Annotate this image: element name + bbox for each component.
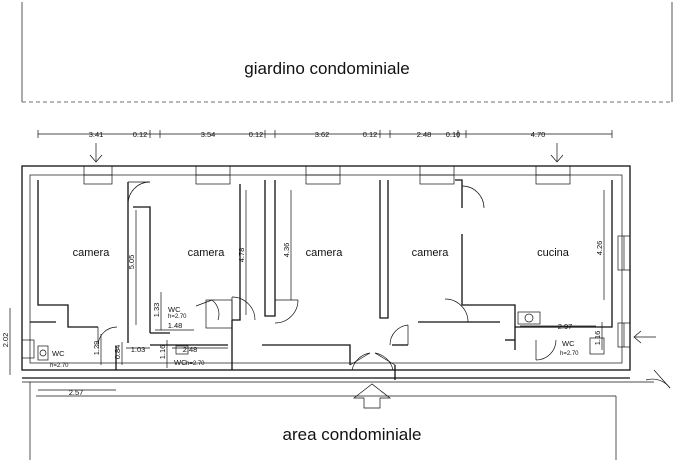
dim-116: 1.16 bbox=[158, 345, 167, 360]
horizontal-dim-lines bbox=[38, 325, 596, 391]
dim-478: 4.78 bbox=[237, 248, 246, 263]
arrow-down-icon bbox=[89, 143, 103, 163]
arrow-left-icon bbox=[633, 330, 656, 344]
dim-436: 4.36 bbox=[282, 243, 291, 258]
dim-202: 2.02 bbox=[1, 333, 10, 348]
dim-505: 5.05 bbox=[127, 255, 136, 270]
dim-426: 4.26 bbox=[595, 241, 604, 256]
dim-top-354: 3.54 bbox=[201, 130, 216, 139]
dim-116b: 1.16 bbox=[593, 331, 602, 346]
fixtures bbox=[37, 299, 605, 361]
windows-right bbox=[617, 235, 631, 348]
dim-129: 1.29 bbox=[92, 341, 101, 356]
dim-top-470: 4.70 bbox=[531, 130, 546, 139]
dim-top-012c: 0.12 bbox=[363, 130, 378, 139]
wc-bottom-label: WC bbox=[174, 358, 187, 367]
room-camera-3: camera bbox=[306, 247, 344, 259]
garden-label: giardino condominiale bbox=[244, 59, 409, 78]
dim-top-341: 3.41 bbox=[89, 130, 104, 139]
dim-248: 2.48 bbox=[183, 345, 198, 354]
garden-boundary bbox=[21, 2, 673, 103]
vertical-dim-lines bbox=[9, 190, 605, 375]
wc-right-height: h=2.70 bbox=[560, 351, 579, 357]
dim-top-012a: 0.12 bbox=[133, 130, 148, 139]
dim-103: 1.03 bbox=[131, 345, 146, 354]
dim-top-248: 2.48 bbox=[417, 130, 432, 139]
room-cucina: cucina bbox=[537, 247, 570, 259]
dim-top-010: 0.10 bbox=[446, 130, 461, 139]
room-camera-2: camera bbox=[188, 247, 226, 259]
area-boundary bbox=[29, 382, 617, 460]
interior-walls bbox=[30, 179, 613, 380]
windows-top bbox=[83, 165, 571, 185]
wc-center-height: h=2.70 bbox=[168, 314, 187, 320]
wc-left-label: WC bbox=[52, 349, 65, 358]
dim-top-012b: 0.12 bbox=[249, 130, 264, 139]
dim-257: 2.57 bbox=[69, 388, 84, 397]
room-camera-4: camera bbox=[412, 247, 450, 259]
dim-top-362: 3.62 bbox=[315, 130, 330, 139]
wc-left-height: h=2.70 bbox=[50, 363, 69, 369]
arrow-down-icon-right bbox=[550, 143, 564, 163]
window-left-wc bbox=[21, 339, 35, 359]
top-dimension-line bbox=[37, 130, 613, 138]
wc-right-label: WC bbox=[562, 339, 575, 348]
entrance-arrow-icon bbox=[352, 383, 392, 409]
dim-297: 2.97 bbox=[558, 322, 573, 331]
wc-center-label: WC bbox=[168, 305, 181, 314]
dim-084: 0.84 bbox=[113, 345, 122, 360]
wc-bottom-height: h=2.70 bbox=[186, 361, 205, 367]
room-camera-1: camera bbox=[73, 247, 111, 259]
area-label: area condominiale bbox=[283, 425, 422, 444]
dim-133: 1.33 bbox=[152, 303, 161, 318]
doors bbox=[97, 181, 671, 389]
dim-148: 1.48 bbox=[168, 321, 183, 330]
